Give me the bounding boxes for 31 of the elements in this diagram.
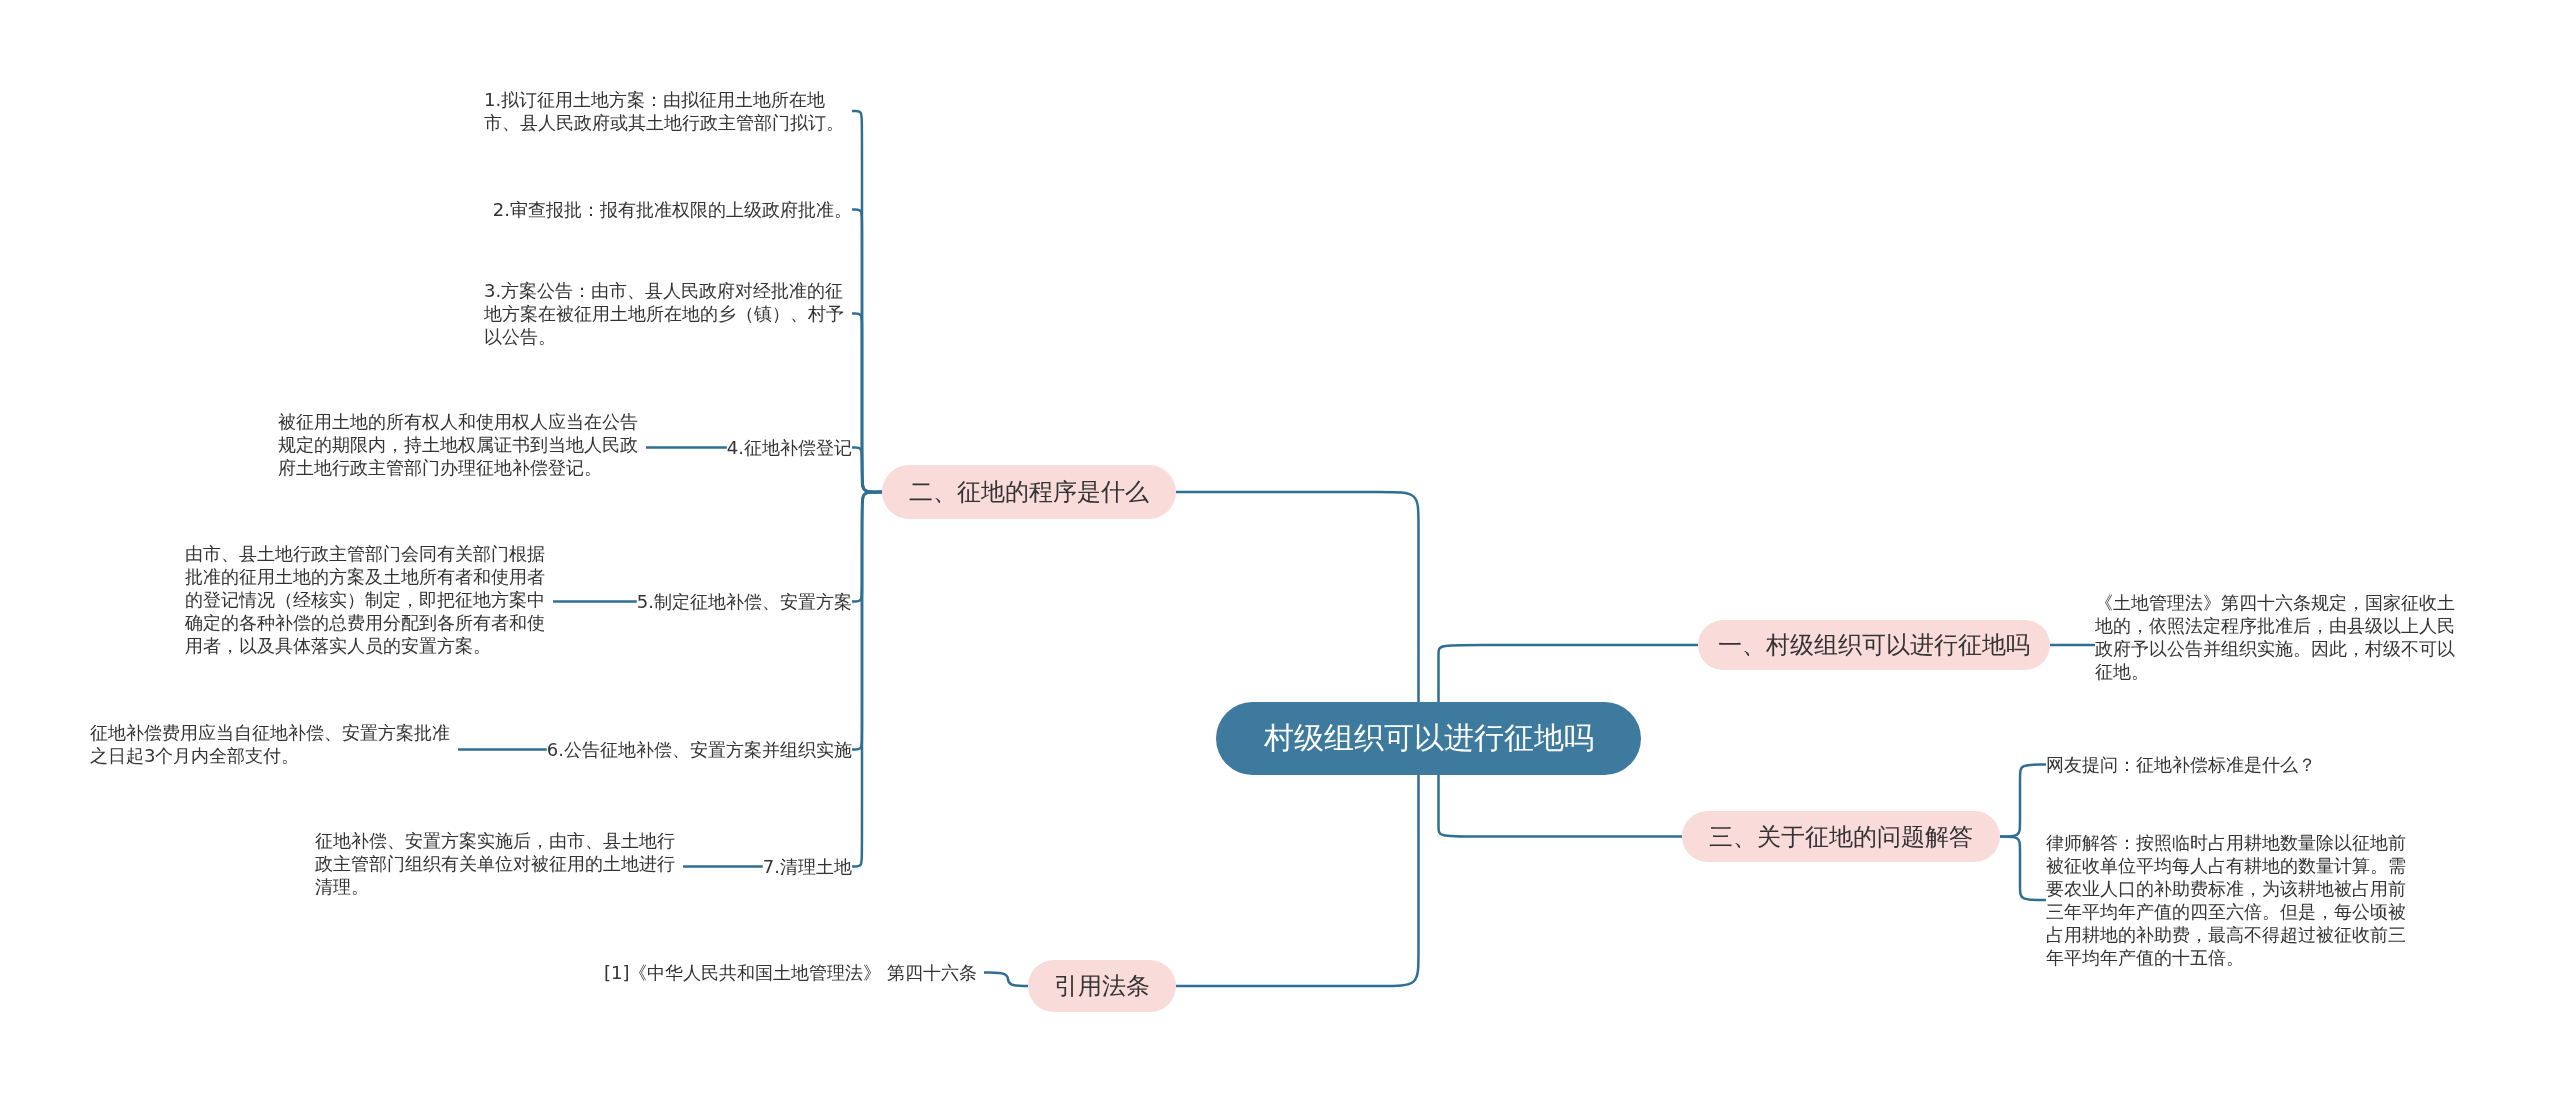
text-note: 2.审查报批：报有批准权限的上级政府批准。 — [492, 198, 852, 221]
branch-topic: 三、关于征地的问题解答 — [1682, 811, 2000, 862]
text-note: 征地补偿费用应当自征地补偿、安置方案批准之日起3个月内全部支付。 — [90, 721, 458, 767]
text-note: 《土地管理法》第四十六条规定，国家征收土地的，依照法定程序批准后，由县级以上人民政府予以公告并组织实施。因此，村级不可以征地。 — [2095, 591, 2465, 683]
text-note: 3.方案公告：由市、县人民政府对经批准的征地方案在被征用土地所在地的乡（镇）、村予以公告。 — [484, 279, 852, 348]
text-note: 1.拟订征用土地方案：由拟征用土地所在地市、县人民政府或其土地行政主管部门拟订。 — [484, 88, 852, 134]
connector-line — [458, 748, 547, 751]
text-note: 7.清理土地 — [762, 855, 852, 878]
branch-topic: 二、征地的程序是什么 — [882, 465, 1176, 519]
connector-line — [851, 490, 882, 868]
connector-line — [983, 971, 1028, 988]
connector-line — [1176, 490, 1420, 704]
connector-line — [553, 600, 637, 603]
text-note: 5.制定征地补偿、安置方案 — [636, 590, 852, 613]
text-note: 征地补偿、安置方案实施后，由市、县土地行政主管部门组织有关单位对被征用的土地进行清理。 — [315, 829, 683, 898]
connector-line — [2050, 643, 2095, 647]
text-note: 律师解答：按照临时占用耕地数量除以征地前被征收单位平均每人占有耕地的数量计算。需要农业人口的补助费标准，为该耕地被占用前三年平均年产值的四至六倍。但是，每公顷被占用耕地的补助费，最高不得超过被征收前三年平均年产值的十五倍。 — [2046, 831, 2414, 969]
text-note: 网友提问：征地补偿标准是什么？ — [2046, 753, 2316, 776]
central-topic: 村级组织可以进行征地吗 — [1216, 702, 1641, 775]
branch-topic: 引用法条 — [1028, 960, 1176, 1012]
connector-line — [646, 446, 727, 449]
connector-line — [1437, 773, 1682, 838]
text-note: 4.征地补偿登记 — [726, 436, 852, 459]
text-note: [1]《中华人民共和国土地管理法》 第四十六条 — [604, 961, 984, 984]
text-note: 被征用土地的所有权人和使用权人应当在公告规定的期限内，持土地权属证书到当地人民政府土地行政主管部门办理征地补偿登记。 — [278, 410, 646, 479]
connector-line — [1437, 643, 1698, 704]
text-note: 由市、县土地行政主管部门会同有关部门根据批准的征用土地的方案及土地所有者和使用者的登记情况（经核实）制定，即把征地方案中确定的各种补偿的总费用分配到各所有者和使用者，以及具体落实人员的安置方案。 — [185, 542, 553, 657]
connector-line — [683, 865, 763, 868]
text-note: 6.公告征地补偿、安置方案并组织实施 — [546, 738, 852, 761]
branch-topic: 一、村级组织可以进行征地吗 — [1698, 620, 2050, 670]
connector-line — [1176, 773, 1420, 988]
